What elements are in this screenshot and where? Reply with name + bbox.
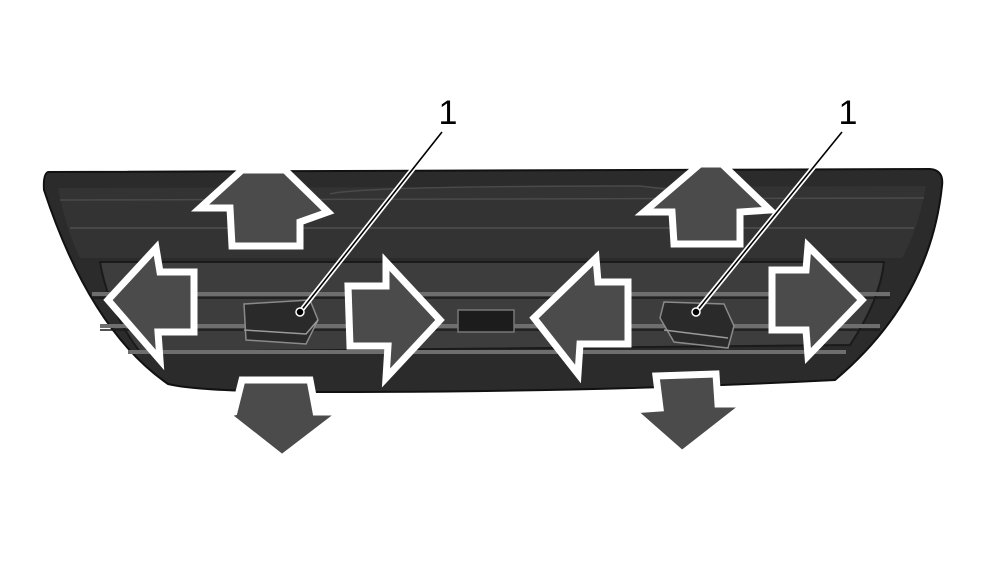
vent-bezel-face (58, 186, 926, 258)
arrow-left-inner (529, 250, 632, 384)
arrow-left-far (103, 240, 198, 371)
leader-dot-right (691, 307, 701, 317)
callout-label-right: 1 (839, 94, 858, 132)
arrow-down-right (623, 370, 757, 459)
center-slot (457, 309, 515, 333)
leader-dot-left (295, 307, 305, 317)
arrow-up-right (634, 160, 779, 248)
arrow-down-left (218, 376, 353, 463)
arrow-right-far (768, 238, 867, 365)
arrow-right-inner (344, 253, 445, 388)
leader-line-left (299, 131, 443, 313)
adjustment-knob-right (659, 301, 735, 349)
vent-opening (98, 261, 886, 354)
callout-label-left: 1 (439, 94, 458, 132)
arrow-up-left (190, 166, 335, 250)
leader-line-right (695, 131, 843, 313)
bezel-highlight (329, 185, 691, 195)
